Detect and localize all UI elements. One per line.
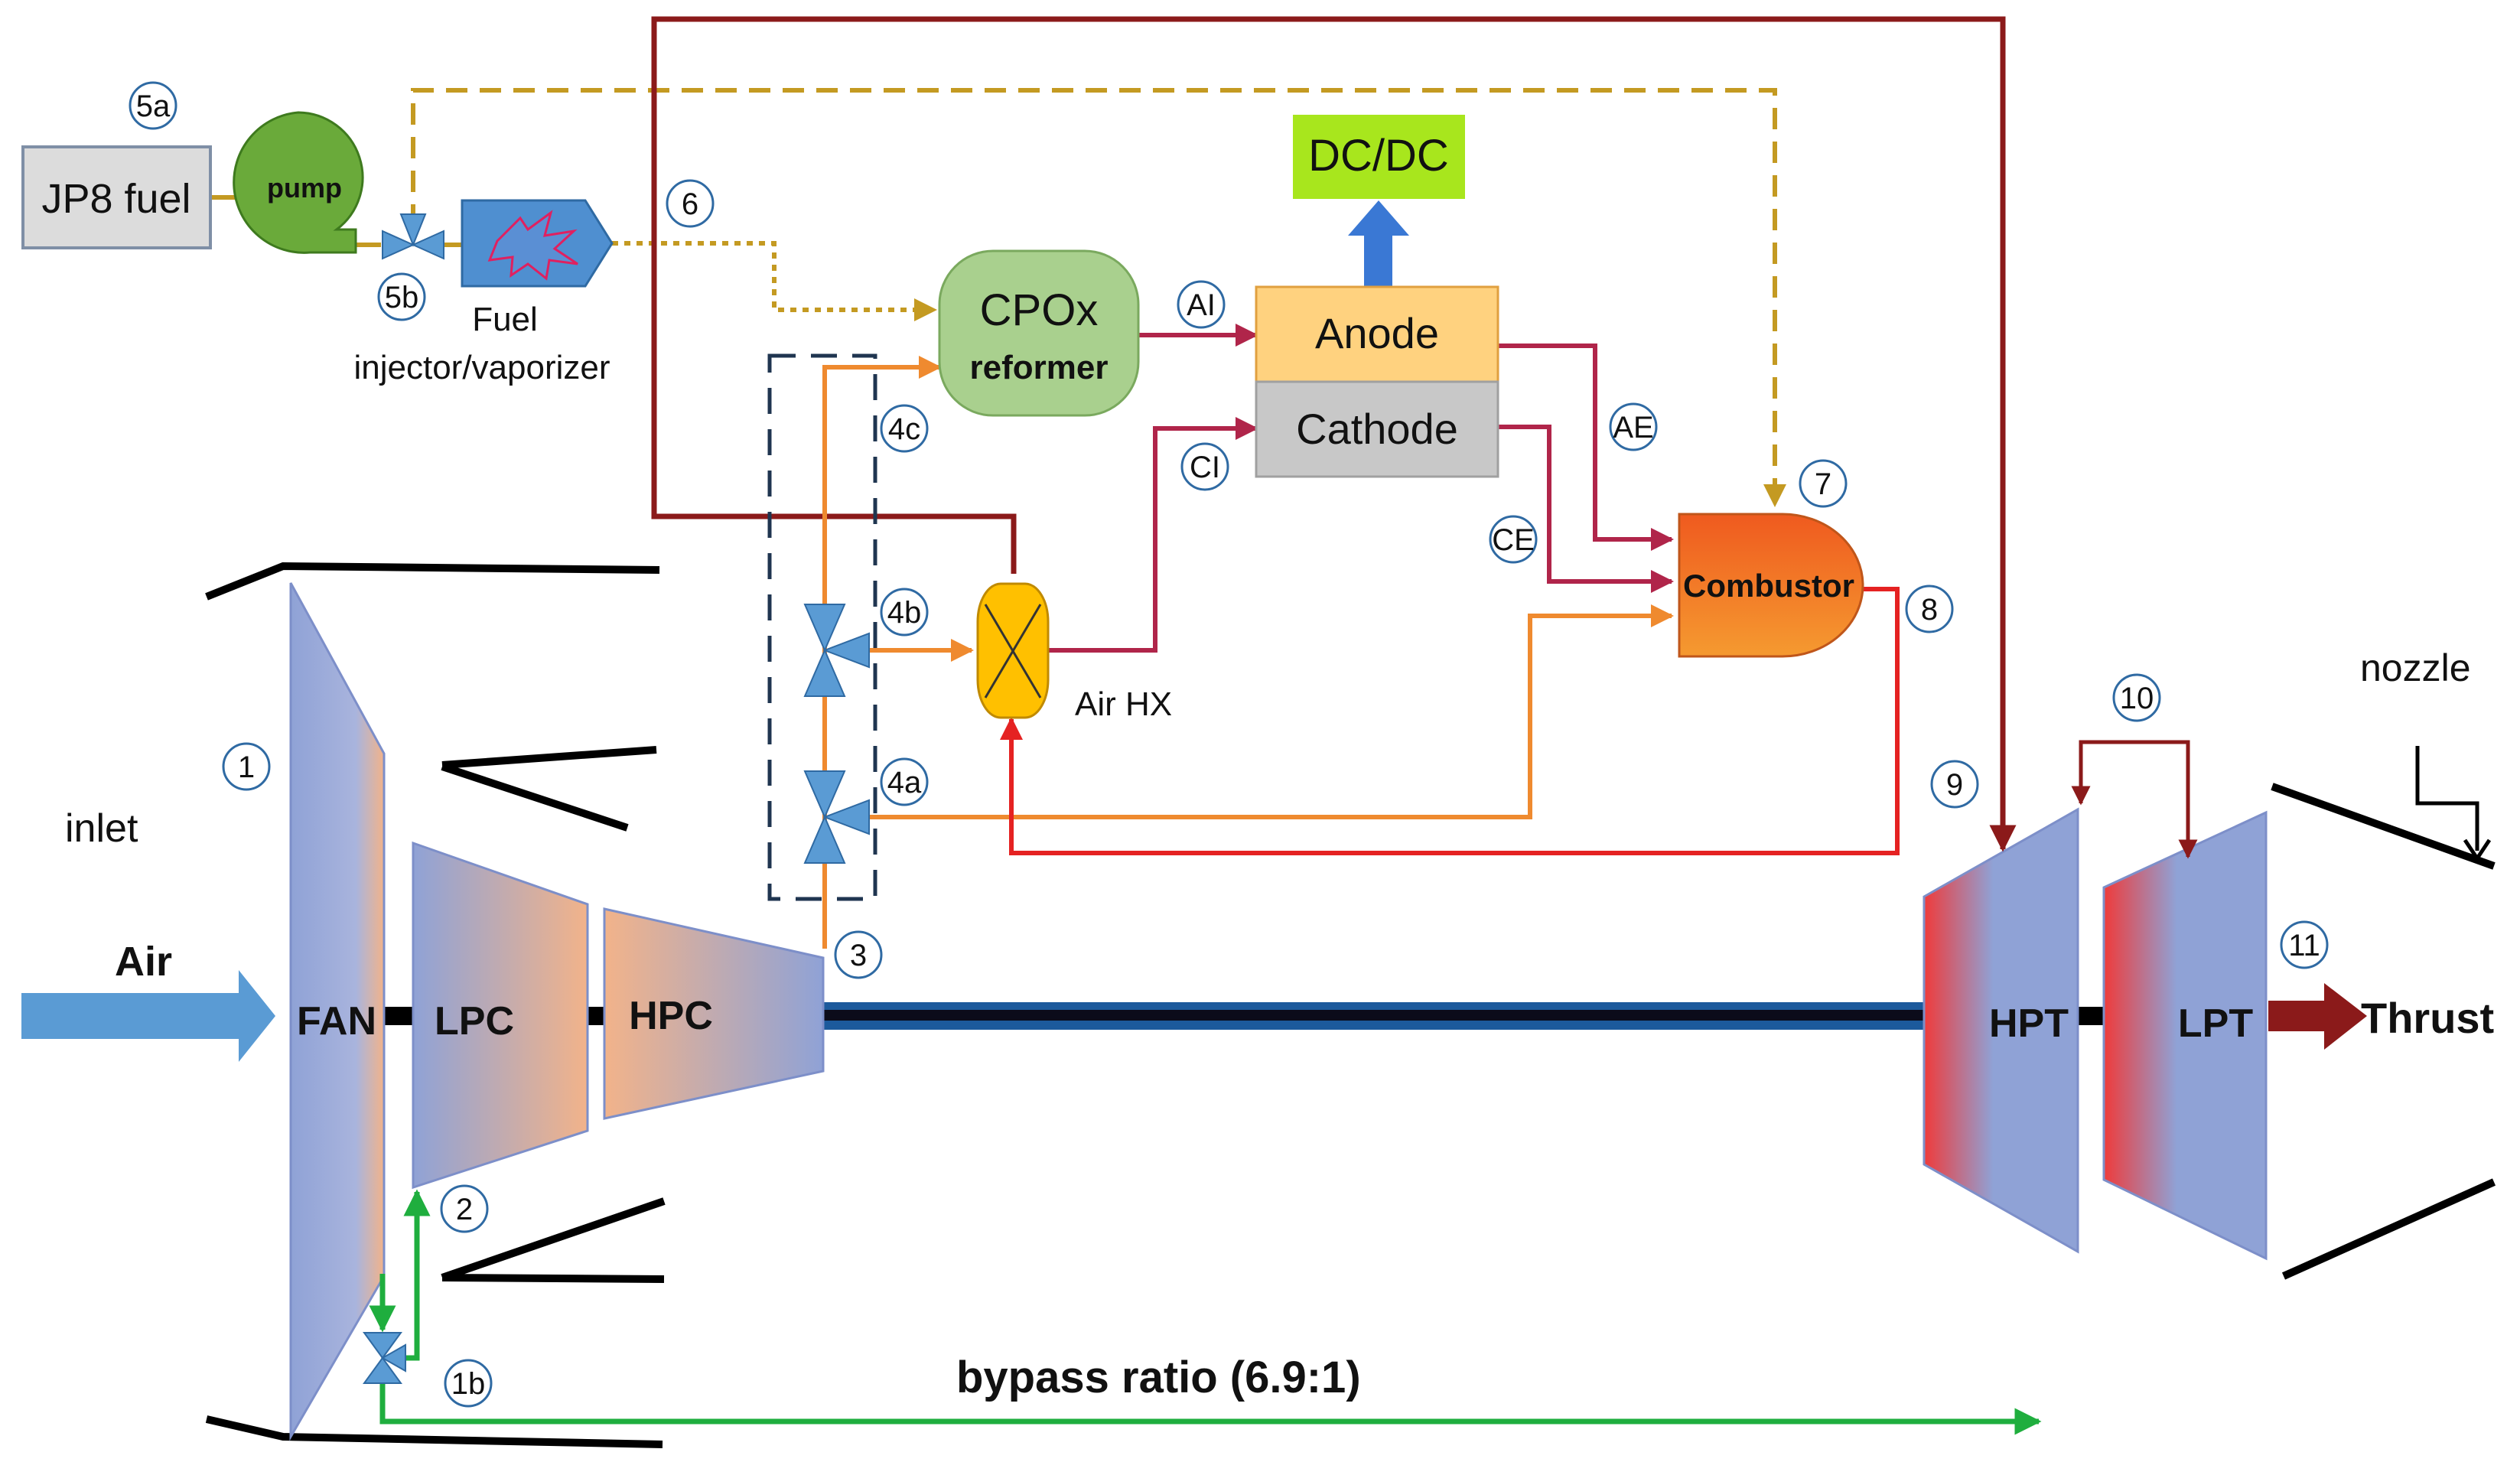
hpt-lpt-interstage-line [2071,740,2198,859]
pump-label: pump [267,172,342,204]
fuel-injector-spark [487,210,578,281]
anode-to-dcdc-arrow [1348,200,1409,287]
jp8-fuel-label: JP8 fuel [41,176,190,222]
cathode-exhaust-line [1498,425,1674,593]
nozzle-indicator [2415,746,2479,851]
marker-8: 8 [1921,593,1938,627]
valve-1b [363,1332,406,1384]
marker-1: 1 [238,751,255,784]
marker-1b: 1b [451,1367,486,1401]
air-label: Air [115,939,172,985]
combustor-label: Combustor [1683,568,1854,604]
anode-exhaust-line [1498,344,1674,551]
air-hx-label: Air HX [1075,685,1172,723]
air-inlet-arrow [21,970,275,1062]
station-markers [129,81,2329,1408]
lpc-label: LPC [435,999,514,1044]
main-shaft-core [819,1010,1947,1021]
combustor-exhaust-line [1000,587,1900,855]
thrust-arrow [2268,983,2367,1050]
air-line-4a [849,604,1674,819]
marker-10: 10 [2120,682,2154,715]
nozzle-indicator-arrow [2463,838,2492,862]
cathode-label: Cathode [1296,405,1458,453]
lpc-component [412,841,589,1190]
valve-4a [803,770,870,864]
marker-2: 2 [456,1193,473,1226]
valve-5b [382,213,444,260]
airhx-to-cathode-line [1048,417,1258,653]
thrust-label: Thrust [2361,994,2494,1042]
anode-label: Anode [1315,309,1439,357]
marker-9: 9 [1946,768,1963,802]
marker-3: 3 [850,939,867,972]
marker-ci: CI [1190,451,1220,484]
fuel-injector-label-2: injector/vaporizer [353,349,610,386]
air-hx [976,582,1050,719]
marker-5a: 5a [136,90,171,123]
marker-11: 11 [2288,929,2320,962]
hpt-label: HPT [1989,1001,2069,1046]
valve-4b [803,604,870,697]
hpt-component [1923,807,2079,1254]
marker-ce: CE [1492,523,1535,557]
dcdc-label: DC/DC [1308,131,1449,181]
cpox-reformer-box [938,249,1140,417]
pump-shape [233,111,364,254]
bypass-main-line [379,1373,2042,1435]
marker-4b: 4b [887,596,922,630]
marker-4a: 4a [887,766,922,799]
fuel-line-to-combustor [411,88,1786,507]
lpt-component [2102,810,2268,1261]
shaft-hpt-lpt [2078,1007,2104,1025]
lpt-label: LPT [2178,1001,2253,1046]
inlet-label: inlet [65,806,138,851]
hpc-component [603,907,825,1120]
air-line-4c [822,356,942,949]
marker-ae: AE [1613,411,1653,444]
marker-7: 7 [1815,467,1831,501]
cpox-label-2: reformer [970,349,1109,386]
bypass-ratio-label: bypass ratio (6.9:1) [956,1353,1361,1402]
dcdc-box [1293,115,1465,199]
nacelle-outlines [205,562,2496,1448]
hot-gas-bleed-line [651,16,2017,852]
jp8-fuel-box [21,145,212,249]
combustor-shape [1678,513,1864,658]
cpox-label-1: CPOx [980,285,1099,335]
hpc-label: HPC [629,994,713,1038]
marker-ai: AI [1187,288,1216,322]
fuel-injector-label-1: Fuel [472,301,538,338]
fan-label: FAN [297,999,376,1044]
cathode-box [1255,380,1499,478]
marker-4c: 4c [888,412,920,446]
marker-6: 6 [682,187,698,221]
nozzle-label: nozzle [2360,646,2471,689]
marker-5b: 5b [385,281,419,314]
fuel-line-to-reformer [612,241,937,321]
valve-bank-box [767,353,877,901]
